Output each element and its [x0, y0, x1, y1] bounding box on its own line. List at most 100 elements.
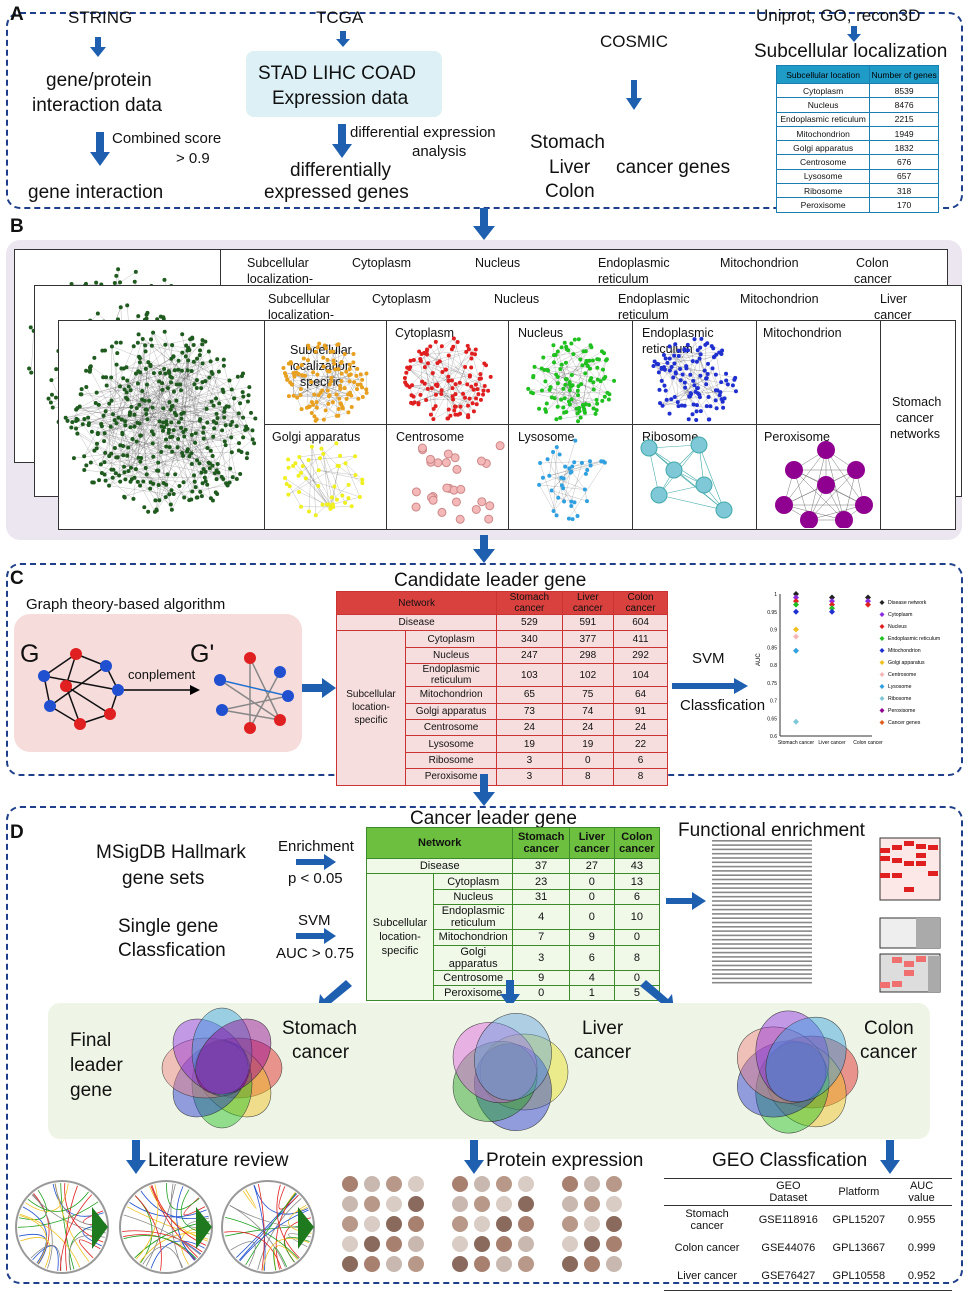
group-line: location- [379, 931, 421, 943]
network-node [114, 471, 118, 475]
table-cell: Disease [337, 615, 497, 631]
network-node [561, 387, 565, 391]
network-node [232, 396, 236, 400]
network-node [324, 346, 328, 350]
network-node [80, 387, 84, 391]
data-point [793, 648, 799, 654]
arrow-right-icon [672, 678, 748, 694]
legend-marker [880, 708, 885, 713]
network-node [679, 378, 683, 382]
cell-label-er: Endoplasmic [618, 292, 690, 306]
network-node [595, 366, 599, 370]
network-node [216, 462, 220, 466]
network-node [200, 494, 204, 498]
arrow-down-icon [473, 774, 495, 806]
term-label [712, 922, 812, 924]
column-header: Liver cancer [569, 828, 614, 859]
network-node [578, 358, 582, 362]
table-cell: 298 [562, 647, 614, 663]
cell-label-er: Endoplasmic [598, 256, 670, 270]
stomach-line2: cancer [292, 1042, 349, 1064]
network-node [448, 414, 452, 418]
network-node [185, 349, 189, 353]
network-node [319, 447, 323, 451]
network-node [601, 368, 605, 372]
network-node [537, 407, 541, 411]
network-node [576, 419, 580, 423]
network-node [192, 473, 196, 477]
diff-analysis-line2: analysis [412, 143, 466, 160]
network-node [589, 343, 593, 347]
network-edge [571, 343, 583, 351]
network-node [691, 437, 707, 453]
network-node [212, 404, 216, 408]
network-node [546, 369, 550, 373]
network-node [706, 362, 710, 366]
cancer-label: networks [890, 427, 940, 441]
network-node [477, 457, 485, 465]
network-node [345, 397, 349, 401]
network-node [211, 454, 215, 458]
column-header: GEO Dataset [750, 1179, 826, 1206]
protein-title: Protein expression [486, 1150, 643, 1172]
network-node [229, 435, 233, 439]
network-edge [663, 402, 678, 406]
network-node [184, 354, 188, 358]
network-node [478, 498, 486, 506]
network-node [171, 404, 175, 408]
network-node [138, 421, 142, 425]
card-divider [880, 320, 881, 530]
network-node [144, 349, 148, 353]
diff-genes-line2: expressed genes [264, 182, 409, 204]
table-cell: 0.955 [891, 1206, 952, 1235]
network-node [673, 395, 677, 399]
network-node [339, 379, 343, 383]
arrow-right-icon [302, 678, 336, 698]
network-node [198, 348, 202, 352]
arrow-down-icon [473, 208, 495, 240]
network-node [474, 383, 478, 387]
term-label [712, 900, 812, 902]
graph-node [112, 684, 124, 696]
colon-line1: Colon [864, 1018, 914, 1040]
heat-cell [892, 845, 902, 850]
network-node [163, 343, 167, 347]
network-node [197, 461, 201, 465]
x-tick-label: Colon cancer [853, 740, 883, 746]
legend-label: Cancer genes [888, 720, 921, 726]
network-node [137, 332, 141, 336]
network-node [320, 389, 324, 393]
network-node [304, 476, 308, 480]
legend-label: Golgi apparatus [888, 660, 925, 666]
network-node [209, 449, 213, 453]
network-node [136, 314, 140, 318]
tissue-image [342, 1216, 358, 1232]
network-node [235, 424, 239, 428]
network-node [576, 393, 580, 397]
network-node [210, 400, 214, 404]
network-node [724, 372, 728, 376]
network-node [440, 388, 444, 392]
tissue-image [364, 1196, 380, 1212]
network-node [447, 354, 451, 358]
network-node [213, 471, 217, 475]
network-node [118, 280, 122, 284]
table-cell: 104 [614, 664, 668, 687]
network-node [202, 437, 206, 441]
network-node [237, 441, 241, 445]
network-node [144, 367, 148, 371]
table-cell: 1 [569, 985, 614, 1000]
term-label [712, 909, 812, 911]
tissue-image [496, 1176, 512, 1192]
network-node [714, 373, 718, 377]
network-node [172, 492, 176, 496]
y-tick-label: 0.7 [770, 699, 777, 705]
network-node [96, 312, 100, 316]
network-node [322, 418, 326, 422]
network-node [164, 445, 168, 449]
interaction-data-line2: interaction data [32, 95, 162, 117]
arrow-right-icon [296, 928, 336, 944]
group-line: Subcellular [346, 689, 395, 700]
